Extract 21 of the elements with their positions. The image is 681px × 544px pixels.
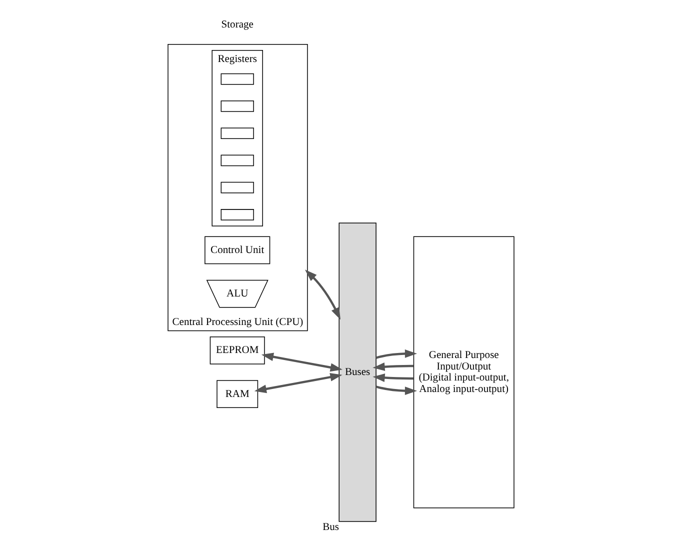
arrow bbox=[254, 372, 342, 394]
node-box: RAM bbox=[216, 380, 258, 408]
arrow bbox=[304, 270, 340, 320]
node-box bbox=[220, 73, 254, 85]
node-box: EEPROM bbox=[209, 336, 264, 364]
node-box: Control Unit bbox=[204, 236, 270, 264]
node-box: General Purpose Input/Output (Digital input-output, Analog input-output) bbox=[412, 236, 514, 508]
node-box bbox=[220, 154, 254, 166]
arrow bbox=[372, 362, 414, 371]
node-box bbox=[220, 209, 254, 220]
node-box bbox=[220, 100, 254, 112]
cluster: Registers bbox=[211, 50, 262, 226]
arrow bbox=[372, 374, 414, 382]
node-label: Bus bbox=[322, 522, 339, 533]
node-box: Buses bbox=[338, 222, 376, 522]
arrow bbox=[375, 349, 417, 359]
node-box bbox=[220, 182, 254, 194]
arrow bbox=[375, 386, 417, 396]
arrow bbox=[260, 352, 342, 372]
node-box bbox=[220, 128, 254, 139]
label: Storage bbox=[220, 20, 253, 31]
